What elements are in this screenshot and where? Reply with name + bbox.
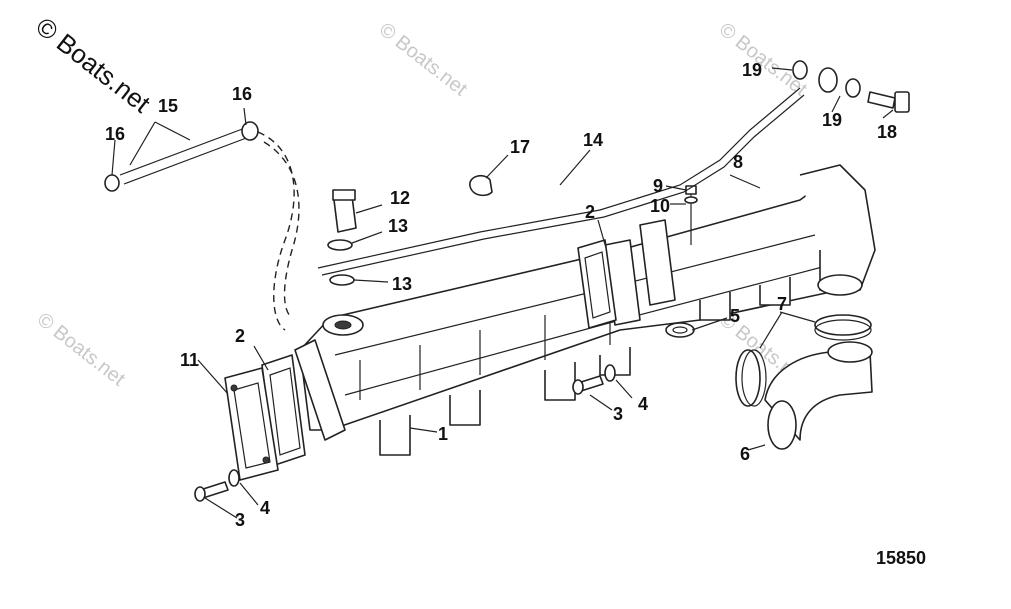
sealing-washer-upper <box>327 239 353 251</box>
bolt-and-washer-left <box>194 469 240 502</box>
watermark-faded-3: © Boats.net <box>33 309 129 391</box>
hose-clip <box>469 174 493 197</box>
callout-8: 8 <box>733 152 743 172</box>
callout-3-left: 3 <box>235 510 245 530</box>
callout-17: 17 <box>510 137 530 157</box>
callout-7: 7 <box>777 294 787 314</box>
callout-4-left: 4 <box>260 498 270 518</box>
callout-3-right: 3 <box>613 404 623 424</box>
hose-assembly <box>104 121 300 331</box>
leader-lines <box>111 67 894 519</box>
callout-12: 12 <box>390 188 410 208</box>
banjo-bolt <box>332 189 357 233</box>
bolt-and-washer-right <box>572 364 616 395</box>
callout-labels: 1 2 2 3 3 4 4 5 6 7 8 9 10 11 12 13 13 1… <box>105 60 897 530</box>
callout-13-lower: 13 <box>392 274 412 294</box>
sealing-washer-lower <box>329 274 355 286</box>
clamp <box>665 322 695 338</box>
hose-clamp-top <box>814 314 872 341</box>
water-tube <box>317 87 805 276</box>
watermark-faded-2: © Boats.net <box>715 19 811 101</box>
callout-19-left: 19 <box>742 60 762 80</box>
watermark-faded-1: © Boats.net <box>375 19 471 101</box>
elbow-hose <box>764 341 873 450</box>
callout-18: 18 <box>877 122 897 142</box>
callout-11: 11 <box>180 350 199 370</box>
callout-15: 15 <box>158 96 178 116</box>
callout-13-upper: 13 <box>388 216 408 236</box>
callout-2-left: 2 <box>235 326 245 346</box>
cover-plate <box>224 367 279 481</box>
watermark-main: © Boats.net <box>30 11 156 119</box>
callout-9: 9 <box>653 176 663 196</box>
figure-number: 15850 <box>876 548 926 568</box>
callout-19-right: 19 <box>822 110 842 130</box>
callout-2-right: 2 <box>585 202 595 222</box>
callout-1: 1 <box>438 424 448 444</box>
callout-4-right: 4 <box>638 394 648 414</box>
gasket-right <box>577 239 617 329</box>
exhaust-manifold <box>294 164 876 456</box>
callout-10: 10 <box>650 196 670 216</box>
callout-16-right: 16 <box>232 84 252 104</box>
callout-14: 14 <box>583 130 603 150</box>
washers-and-bolt <box>792 60 910 113</box>
callout-5: 5 <box>730 306 740 326</box>
callout-16-left: 16 <box>105 124 125 144</box>
hose-clamp-side <box>735 349 767 407</box>
callout-6: 6 <box>740 444 750 464</box>
